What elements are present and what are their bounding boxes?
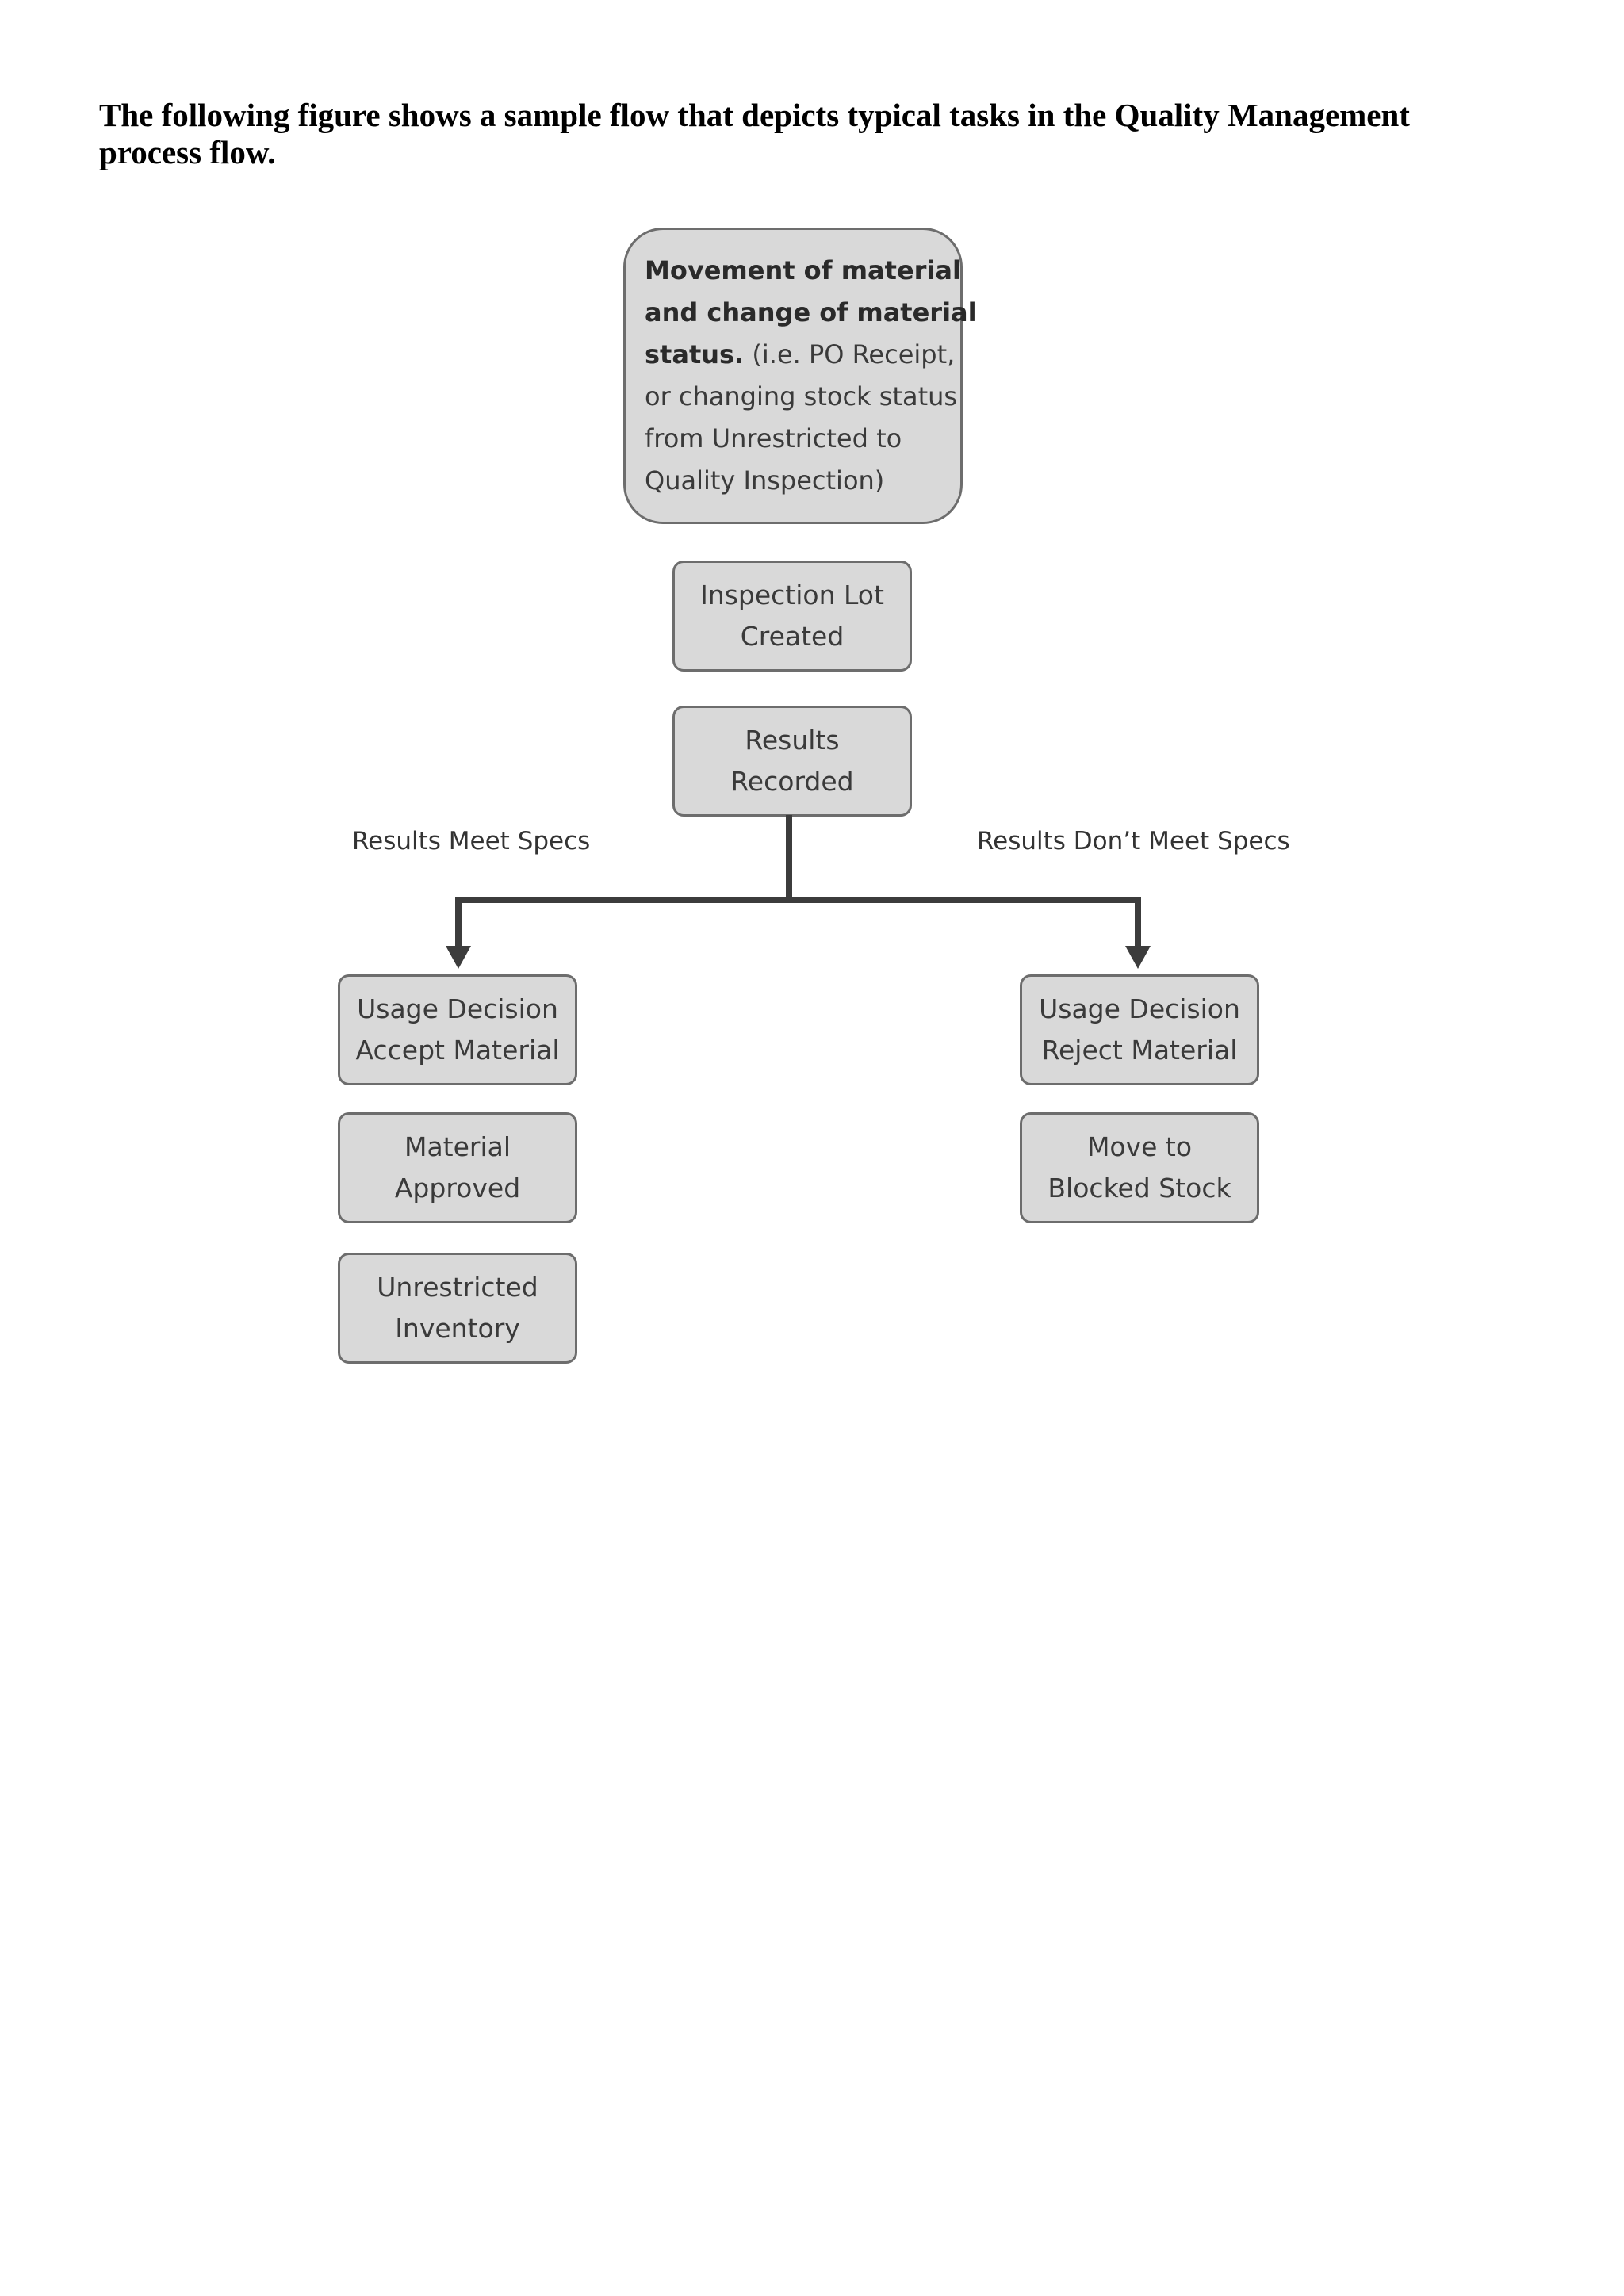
start-node-line-3-regular: (i.e. PO Receipt, <box>744 339 956 369</box>
arrow-down-left-icon <box>446 946 471 969</box>
start-node-line-5: from Unrestricted to <box>645 423 902 453</box>
intro-paragraph: The following figure shows a sample flow… <box>99 97 1410 170</box>
branch-label-dont-meet-specs: Results Don’t Meet Specs <box>977 827 1290 855</box>
inspection-lot-line-2: Created <box>740 621 845 652</box>
accept-node-line-2: Accept Material <box>355 1035 560 1066</box>
start-node-line-1: Movement of material <box>645 255 961 285</box>
move-to-blocked-stock-node: Move to Blocked Stock <box>1020 1112 1259 1223</box>
inventory-node-line-2: Inventory <box>395 1313 520 1344</box>
start-node-line-3-bold: status. <box>645 339 745 369</box>
approved-node-line-2: Approved <box>394 1173 521 1203</box>
accept-node-line-1: Usage Decision <box>357 993 558 1024</box>
inspection-lot-line-1: Inspection Lot <box>700 580 884 610</box>
reject-node-line-1: Usage Decision <box>1039 993 1240 1024</box>
branch-label-meet-specs: Results Meet Specs <box>352 827 591 855</box>
results-recorded-node: Results Recorded <box>672 706 912 817</box>
unrestricted-inventory-node: Unrestricted Inventory <box>338 1253 577 1364</box>
start-node-line-3: status. (i.e. PO Receipt, <box>645 334 955 376</box>
blocked-node-line-2: Blocked Stock <box>1048 1173 1231 1203</box>
start-node-line-6: Quality Inspection) <box>645 465 885 496</box>
arrow-down-right-icon <box>1125 946 1151 969</box>
material-approved-node: Material Approved <box>338 1112 577 1223</box>
usage-decision-reject-node: Usage Decision Reject Material <box>1020 974 1259 1085</box>
inspection-lot-created-node: Inspection Lot Created <box>672 561 912 672</box>
start-node-movement-of-material: Movement of material and change of mater… <box>623 228 977 524</box>
results-recorded-line-2: Recorded <box>730 766 854 797</box>
inventory-node-line-1: Unrestricted <box>377 1272 538 1303</box>
start-node-line-4: or changing stock status <box>645 381 958 411</box>
usage-decision-accept-node: Usage Decision Accept Material <box>338 974 577 1085</box>
start-node-line-2: and change of material <box>645 297 977 327</box>
reject-node-line-2: Reject Material <box>1041 1035 1238 1066</box>
approved-node-line-1: Material <box>404 1131 511 1162</box>
results-recorded-line-1: Results <box>745 725 840 756</box>
blocked-node-line-1: Move to <box>1086 1131 1193 1162</box>
